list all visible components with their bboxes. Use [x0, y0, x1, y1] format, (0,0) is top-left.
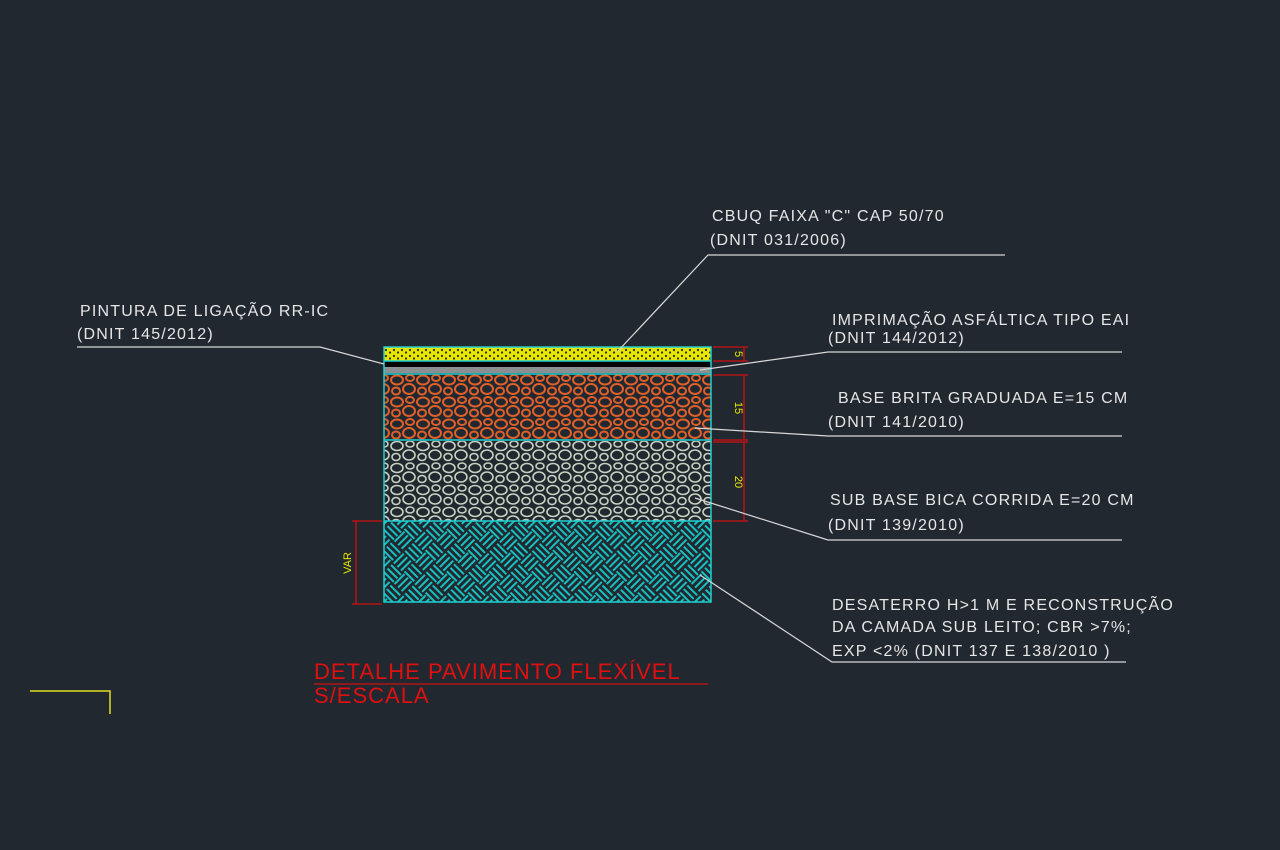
label-cbuq-line2: (DNIT 031/2006): [710, 232, 847, 249]
layer-outlines: [383, 346, 712, 603]
dimension-lines: [352, 346, 748, 605]
label-desaterro-line2: DA CAMADA SUB LEITO; CBR >7%;: [832, 619, 1132, 636]
layer-subgrade[interactable]: [384, 521, 711, 602]
label-pintura-line1: PINTURA DE LIGAÇÃO RR-IC: [80, 303, 330, 320]
layer-cbuq[interactable]: [384, 347, 711, 361]
dimension-subbase: 20: [732, 476, 744, 488]
layer-base[interactable]: [384, 374, 711, 440]
dimension-subgrade: VAR: [342, 552, 354, 574]
layer-tack-coat[interactable]: [384, 361, 711, 367]
label-desaterro-line3: EXP <2% (DNIT 137 E 138/2010 ): [832, 643, 1111, 660]
label-subbase-line2: (DNIT 139/2010): [828, 517, 965, 534]
drawing-title: DETALHE PAVIMENTO FLEXÍVEL: [314, 659, 681, 684]
leader-lines: [77, 254, 1126, 663]
layer-subbase[interactable]: [384, 441, 711, 521]
label-base-line1: BASE BRITA GRADUADA E=15 CM: [838, 390, 1129, 407]
label-imprimacao-line2: (DNIT 144/2012): [828, 330, 965, 347]
label-subbase-line1: SUB BASE BICA CORRIDA E=20 CM: [830, 492, 1135, 509]
layer-prime-coat[interactable]: [384, 367, 711, 373]
dimension-cbuq: 5: [732, 351, 744, 357]
viewport-corner: [30, 690, 111, 714]
label-base-line2: (DNIT 141/2010): [828, 414, 965, 431]
label-pintura-line2: (DNIT 145/2012): [77, 326, 214, 343]
label-imprimacao-line1: IMPRIMAÇÃO ASFÁLTICA TIPO EAI: [832, 312, 1131, 329]
dimension-base: 15: [732, 402, 744, 414]
label-desaterro-line1: DESATERRO H>1 M E RECONSTRUÇÃO: [832, 597, 1174, 614]
label-cbuq-line1: CBUQ FAIXA "C" CAP 50/70: [712, 208, 945, 225]
drawing-scale: S/ESCALA: [314, 683, 430, 708]
